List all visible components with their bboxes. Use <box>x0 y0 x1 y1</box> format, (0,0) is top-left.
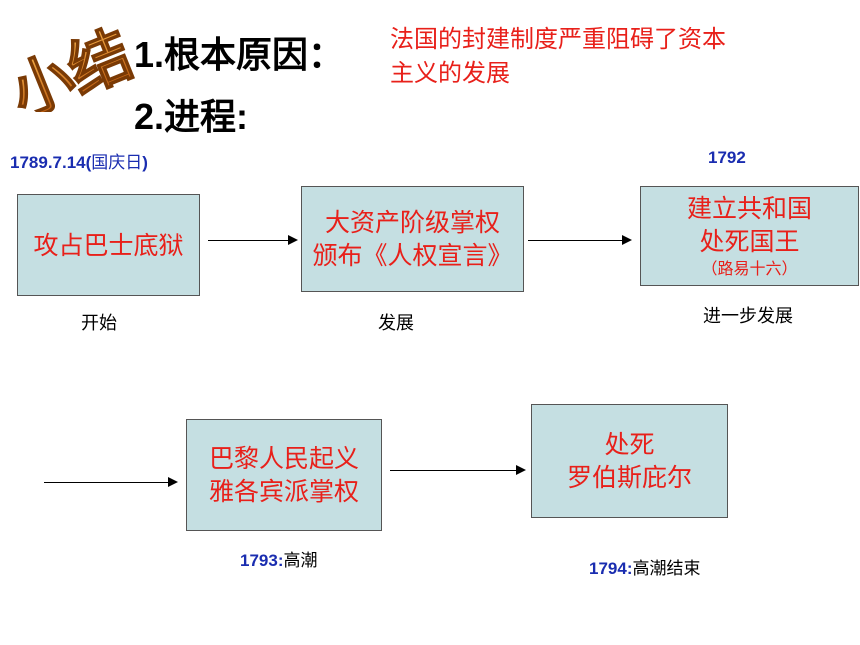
arrow-1 <box>208 235 298 245</box>
process-heading: 2.进程: <box>134 96 249 137</box>
arrow-2 <box>528 235 632 245</box>
stage-further: 进一步发展 <box>703 306 793 327</box>
stage-start: 开始 <box>81 313 117 334</box>
event-box-line: 颁布《人权宣言》 <box>312 241 513 270</box>
event-box-uprising: 巴黎人民起义 雅各宾派掌权 <box>186 419 382 531</box>
event-box-sub: （路易十六） <box>701 259 798 278</box>
arrow-3 <box>44 477 178 487</box>
event-box-line: 巴黎人民起义 <box>208 444 359 473</box>
event-box-line: 处死国王 <box>699 227 800 256</box>
event-box-line: 处死 <box>604 430 655 459</box>
cause-text: 法国的封建制度严重阻碍了资本 主义的发展 <box>390 22 726 90</box>
event-box-line: 大资产阶级掌权 <box>324 208 500 237</box>
date-1789: 1789.7.14(国庆日) <box>10 153 148 172</box>
event-box-line: 建立共和国 <box>686 194 812 223</box>
arrow-4 <box>390 465 526 475</box>
event-box-line: 罗伯斯庇尔 <box>566 463 692 492</box>
cause-text-line-2: 主义的发展 <box>390 59 510 87</box>
date-1793: 1793:高潮 <box>240 551 318 570</box>
event-box-republic: 建立共和国 处死国王 （路易十六） <box>640 186 859 286</box>
cause-heading: 1.根本原因： <box>134 34 345 75</box>
event-box-line: 攻占巴士底狱 <box>33 230 184 260</box>
date-1792: 1792 <box>708 148 746 167</box>
stage-develop: 发展 <box>378 313 414 334</box>
event-box-storm-bastille: 攻占巴士底狱 <box>17 194 200 296</box>
cause-text-line-1: 法国的封建制度严重阻碍了资本 <box>390 25 726 53</box>
event-box-bourgeoisie: 大资产阶级掌权 颁布《人权宣言》 <box>301 186 524 292</box>
event-box-line: 雅各宾派掌权 <box>208 477 359 506</box>
event-box-robespierre: 处死 罗伯斯庇尔 <box>531 404 728 518</box>
date-1794: 1794:高潮结束 <box>589 559 701 578</box>
summary-badge: 小结 <box>4 16 136 112</box>
summary-badge-text: 小结 <box>4 17 136 112</box>
